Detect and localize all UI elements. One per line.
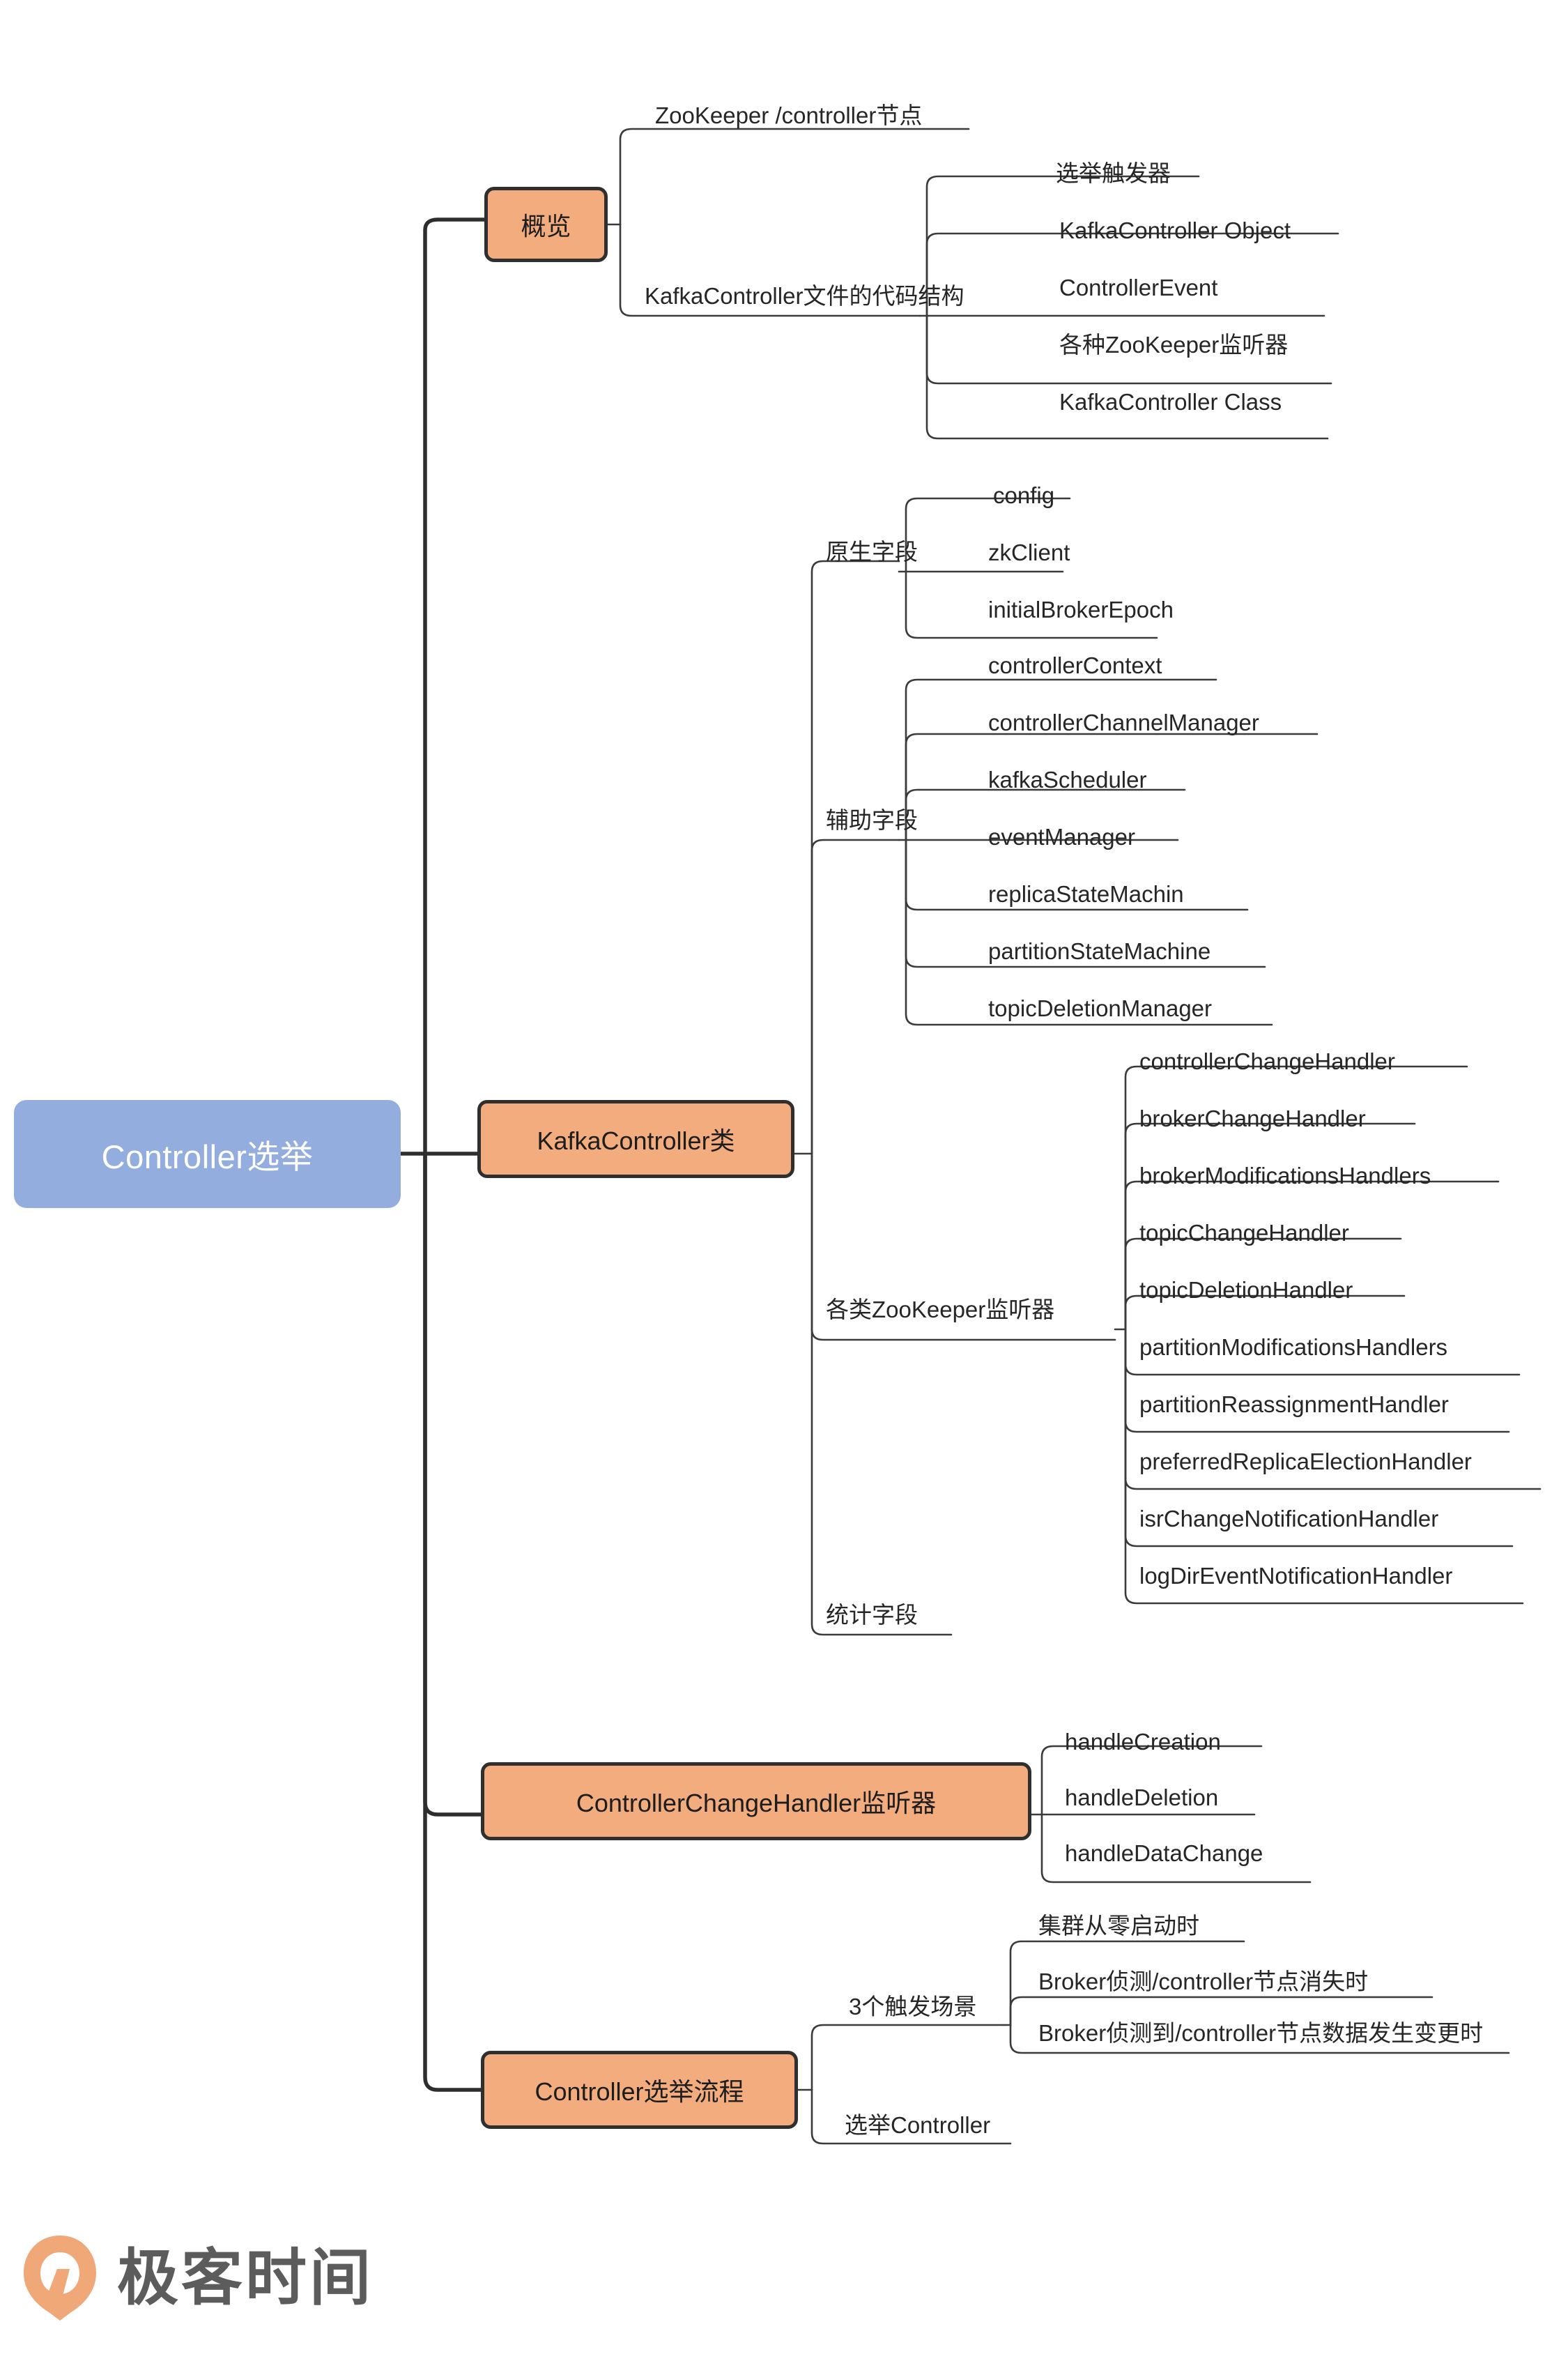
mid-kafkacontroller-file-structure[interactable]: KafkaController文件的代码结构 (645, 283, 964, 309)
fs-to-object (925, 232, 1339, 317)
leaf-zkclient[interactable]: zkClient (988, 540, 1070, 565)
leaf-replicastatemachin[interactable]: replicaStateMachin (988, 881, 1184, 907)
helper-to-scheduler (905, 788, 1186, 841)
root-node-label: Controller选举 (101, 1138, 314, 1175)
trunk-to-electionflow (423, 1152, 483, 2092)
leaf-kafkacontroller-class[interactable]: KafkaController Class (1059, 389, 1282, 415)
flow-to-scenes (810, 2024, 1005, 2091)
leaf-topicdeletionmanager[interactable]: topicDeletionManager (988, 995, 1213, 1021)
zk-to-brokermods (1124, 1180, 1500, 1331)
leaf-brokerchangehandler[interactable]: brokerChangeHandler (1139, 1106, 1366, 1131)
leaf-partitionreassignmenthandler[interactable]: partitionReassignmentHandler (1139, 1391, 1449, 1417)
leaf-broker-detect-node-data-change[interactable]: Broker侦测到/controller节点数据发生变更时 (1038, 2020, 1484, 2046)
leaf-handledatachange[interactable]: handleDataChange (1065, 1840, 1263, 1866)
fs-to-class (925, 314, 1329, 440)
mid-helper-fields[interactable]: 辅助字段 (826, 807, 918, 833)
fs-to-trigger (925, 175, 1200, 317)
geektime-brand-text: 极客时间 (117, 2243, 374, 2312)
leaf-topicdeletionhandler[interactable]: topicDeletionHandler (1139, 1277, 1353, 1303)
leaf-logdireventnotificationhandler[interactable]: logDirEventNotificationHandler (1139, 1563, 1453, 1589)
kcclass-to-helper (810, 839, 900, 1155)
root-node[interactable]: Controller选举 (14, 1100, 401, 1208)
leaf-controllerchannelmanager[interactable]: controllerChannelManager (988, 710, 1259, 735)
topic-node-overview[interactable]: 概览 (484, 187, 608, 262)
leaf-cluster-cold-start[interactable]: 集群从零启动时 (1038, 1913, 1199, 1939)
cch-to-creation (1040, 1745, 1263, 1816)
leaf-partitionmodificationshandlers[interactable]: partitionModificationsHandlers (1139, 1334, 1448, 1360)
leaf-kafkascheduler[interactable]: kafkaScheduler (988, 767, 1147, 793)
topic-node-overview-label: 概览 (521, 212, 571, 240)
topic-node-kafkacontroller-class[interactable]: KafkaController类 (477, 1100, 794, 1178)
kcclass-to-native (810, 560, 900, 1155)
leaf-eventmanager[interactable]: eventManager (988, 824, 1135, 850)
mid-statistics-fields[interactable]: 统计字段 (826, 1602, 918, 1628)
mid-zookeeper-listeners[interactable]: 各类ZooKeeper监听器 (826, 1297, 1055, 1322)
leaf-various-zookeeper-listeners[interactable]: 各种ZooKeeper监听器 (1059, 332, 1289, 358)
topic-node-kafkacontroller-class-label: KafkaController类 (537, 1126, 735, 1155)
leaf-kafkacontroller-object[interactable]: KafkaController Object (1059, 217, 1291, 243)
leaf-config[interactable]: config (993, 482, 1055, 508)
leaf-controllercontext[interactable]: controllerContext (988, 652, 1162, 678)
zk-to-controllerchange (1124, 1065, 1468, 1331)
leaf-election-trigger[interactable]: 选举触发器 (1056, 160, 1171, 186)
zk-to-topicdeletion (1124, 1294, 1406, 1331)
mid-elect-controller[interactable]: 选举Controller (845, 2112, 991, 2138)
leaf-topicchangehandler[interactable]: topicChangeHandler (1139, 1220, 1349, 1246)
cch-to-datachange (1040, 1813, 1312, 1884)
leaf-controllerevent[interactable]: ControllerEvent (1059, 275, 1218, 300)
leaf-preferredreplicaelectionhandler[interactable]: preferredReplicaElectionHandler (1139, 1449, 1472, 1474)
zk-to-logdirevent (1124, 1328, 1524, 1605)
trunk-to-overview (423, 217, 486, 1156)
leaf-broker-detect-node-vanish[interactable]: Broker侦测/controller节点消失时 (1038, 1969, 1369, 1994)
trunk-to-changehandler (423, 1152, 483, 1817)
leaf-isrchangenotificationhandler[interactable]: isrChangeNotificationHandler (1139, 1506, 1439, 1531)
topic-node-controllerchangehandler[interactable]: ControllerChangeHandler监听器 (481, 1762, 1031, 1840)
scenes-to-datachange (1009, 2024, 1510, 2054)
geektime-logo-icon (21, 2234, 99, 2322)
native-to-config (905, 497, 1071, 573)
leaf-partitionstatemachine[interactable]: partitionStateMachine (988, 938, 1211, 964)
leaf-handlecreation[interactable]: handleCreation (1065, 1729, 1221, 1755)
zk-to-topicchange (1124, 1237, 1402, 1331)
topic-node-election-flow[interactable]: Controller选举流程 (481, 2051, 798, 2129)
helper-to-channelmgr (905, 733, 1319, 841)
scenes-to-vanish (1009, 1996, 1434, 2026)
mid-three-trigger-scenarios[interactable]: 3个触发场景 (849, 1994, 977, 2019)
helper-to-topicdel (905, 839, 1273, 1026)
overview-to-file-structure (619, 223, 921, 317)
topic-node-election-flow-label: Controller选举流程 (535, 2077, 744, 2106)
native-to-epoch (905, 570, 1158, 639)
flow-to-elect (810, 2088, 1012, 2145)
topic-node-controllerchangehandler-label: ControllerChangeHandler监听器 (576, 1789, 937, 1817)
footer-brand: 极客时间 (21, 2234, 374, 2322)
leaf-handledeletion[interactable]: handleDeletion (1065, 1785, 1219, 1810)
leaf-brokermodificationshandlers[interactable]: brokerModificationsHandlers (1139, 1163, 1431, 1189)
zk-to-brokerchange (1124, 1122, 1416, 1331)
overview-to-zk-node (619, 128, 970, 226)
leaf-controllerchangehandler[interactable]: controllerChangeHandler (1139, 1048, 1395, 1074)
mid-native-fields[interactable]: 原生字段 (826, 539, 918, 565)
helper-to-context (905, 678, 1217, 841)
leaf-initialbrokerepoch[interactable]: initialBrokerEpoch (988, 597, 1174, 622)
leaf-zookeeper-controller-node[interactable]: ZooKeeper /controller节点 (655, 102, 923, 128)
scenes-to-startup (1009, 1940, 1245, 2026)
kcclass-to-stats (810, 1152, 953, 1636)
